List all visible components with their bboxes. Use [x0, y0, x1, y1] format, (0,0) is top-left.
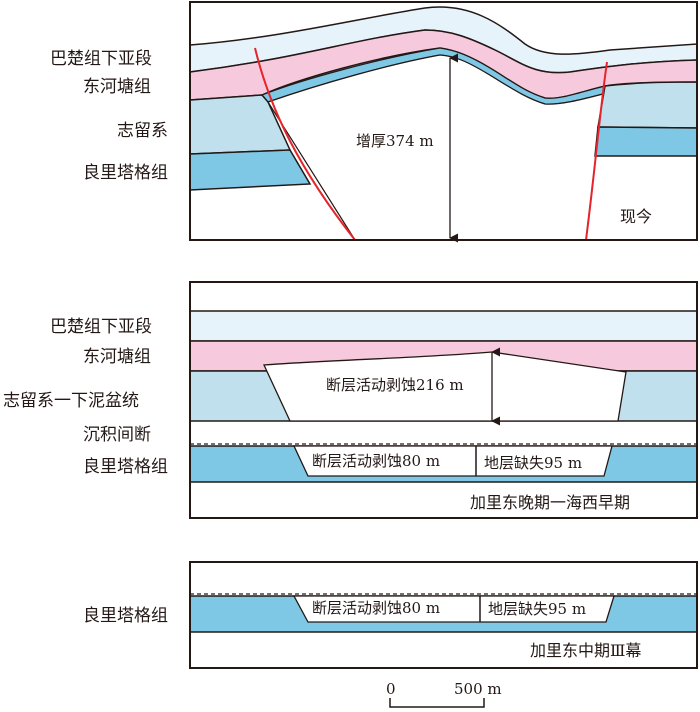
thickening-label: 增厚374 m — [356, 132, 434, 150]
label-donghetang: 东河塘组 — [83, 347, 151, 367]
erosion-body-216 — [263, 351, 627, 422]
left-labels: 巴楚组下亚段 东河塘组 志留系 良里塔格组 巴楚组下亚段 东河塘组 志留系一下泥… — [3, 49, 168, 626]
scale-length: 500 m — [454, 680, 502, 698]
panel-frame — [189, 281, 698, 519]
label-silurian: 志留系 — [117, 121, 168, 141]
panel-frame — [189, 561, 698, 669]
panel-present: 增厚374 m 现今 — [189, 1, 698, 243]
missing-label-95: 地层缺失95 m — [484, 454, 582, 472]
erosion-label-80: 断层活动剥蚀80 m — [312, 452, 440, 470]
scale-line — [389, 698, 485, 708]
stage-label-late: 加里东晚期一海西早期 — [470, 493, 630, 512]
erosion-trough-small — [292, 445, 613, 477]
missing-label-95: 地层缺失95 m — [488, 600, 586, 618]
layer-silurian-right — [597, 81, 698, 129]
panel-late-caledonian: 断层活动剥蚀216 m 断层活动剥蚀80 m 地层缺失95 m 加里东晚期一海西… — [189, 281, 698, 519]
label-hiatus: 沉积间断 — [83, 425, 151, 445]
layer-bachu — [189, 310, 698, 342]
erosion-label-80: 断层活动剥蚀80 m — [312, 599, 440, 617]
core-white — [267, 54, 604, 241]
panel-mid-caledonian: 断层活动剥蚀80 m 地层缺失95 m 加里东中期Ⅲ幕 — [189, 561, 698, 669]
label-lianglitage: 良里塔格组 — [83, 163, 168, 183]
panel-frame — [189, 1, 698, 241]
stage-label-mid: 加里东中期Ⅲ幕 — [530, 641, 641, 660]
stage-label-present: 现今 — [620, 207, 652, 226]
fault-left — [254, 47, 356, 241]
scale-zero: 0 — [386, 680, 396, 698]
label-lianglitage: 良里塔格组 — [83, 457, 168, 477]
fault-right — [585, 61, 608, 241]
erosion-label-216: 断层活动剥蚀216 m — [326, 376, 464, 394]
scale-bar: 0 500 m — [386, 680, 502, 708]
label-silurian-devonian: 志留系一下泥盆统 — [3, 391, 139, 411]
label-bachu: 巴楚组下亚段 — [50, 49, 152, 69]
label-lianglitage: 良里塔格组 — [83, 606, 168, 626]
label-bachu: 巴楚组下亚段 — [50, 317, 152, 337]
layer-lianglitage-right — [594, 126, 698, 157]
layer-lianglitage-left — [189, 149, 312, 191]
label-donghetang: 东河塘组 — [83, 77, 151, 97]
erosion-trough-small — [292, 595, 615, 623]
